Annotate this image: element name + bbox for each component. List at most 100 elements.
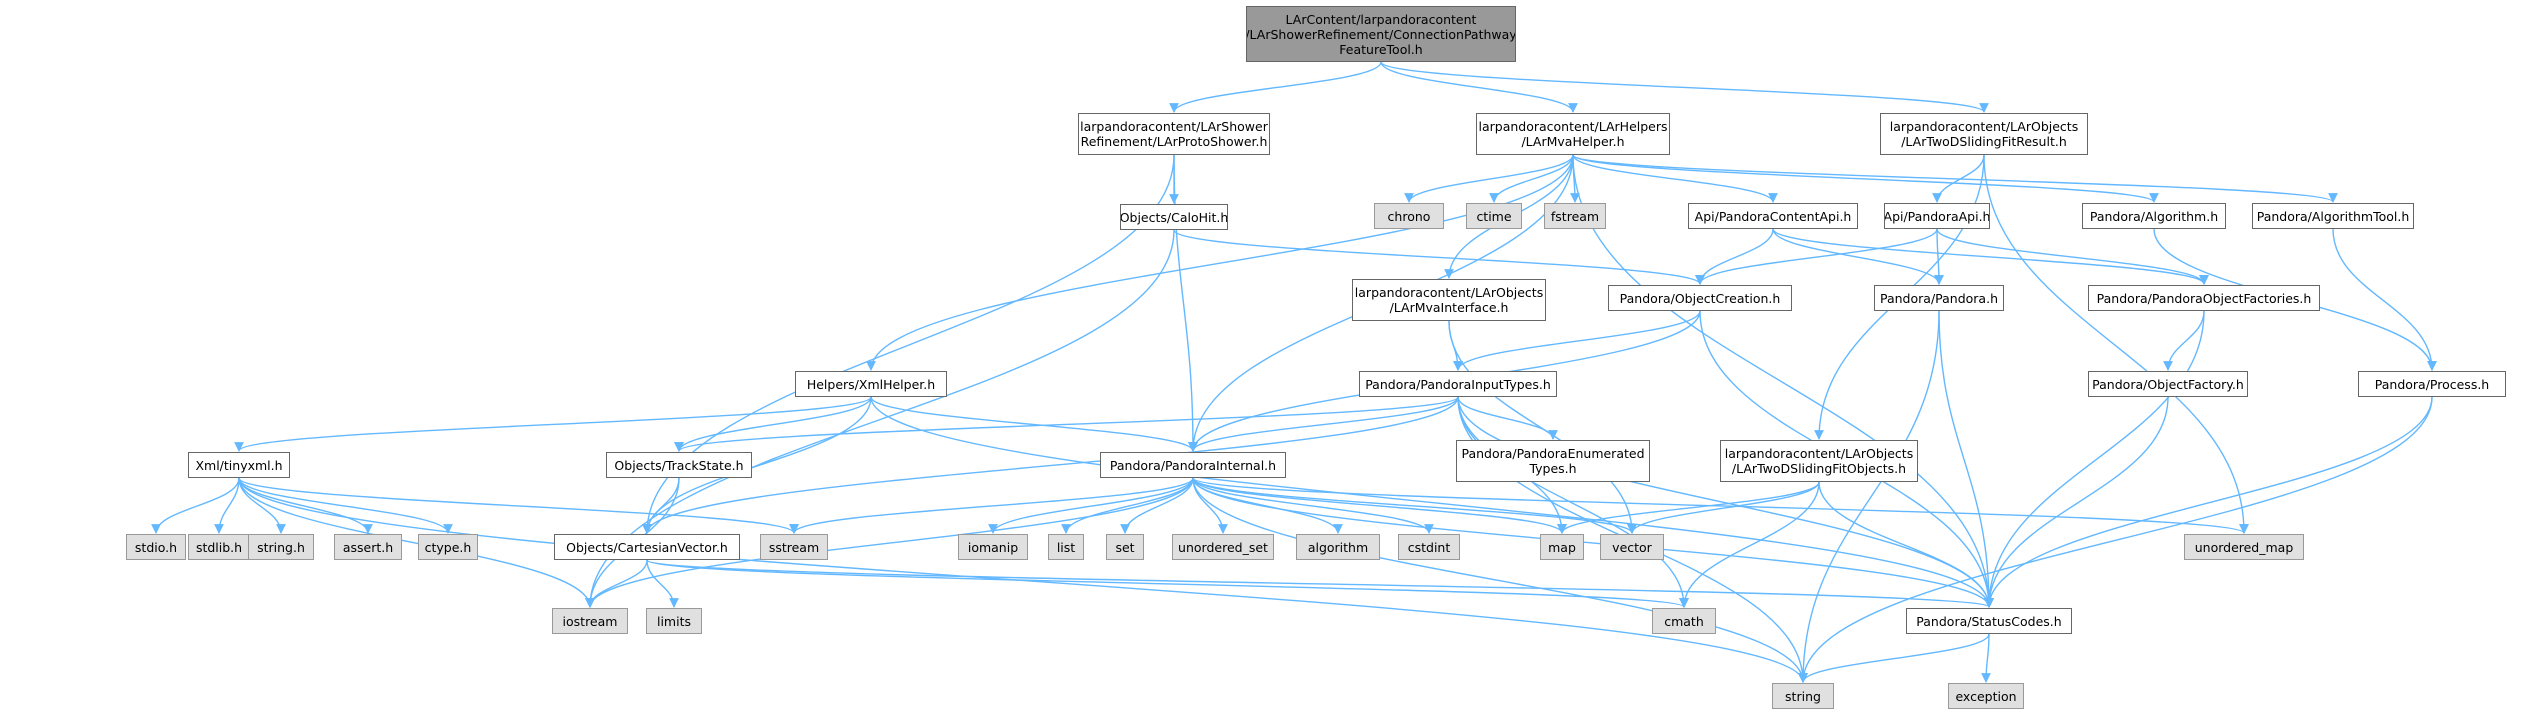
node-unordered-set: unordered_set (1172, 534, 1274, 560)
node-chrono: chrono (1374, 203, 1444, 229)
edge-inputtypes-to-trackstate (674, 396, 1459, 452)
edge-mvahelper-to-pandoracontentapi (1572, 154, 1778, 203)
edge-pandora-h-to-statuscodes (1938, 310, 1994, 608)
node-calohit[interactable]: Objects/CaloHit.h (1120, 204, 1228, 230)
edge-process-to-string (1798, 396, 2433, 683)
edge-pandorainternal-to-cstdint (1192, 477, 1434, 534)
edge-objectfactories-to-statuscodes (1984, 310, 2205, 608)
edge-tinyxml-to-ctype (238, 477, 453, 534)
node-vector: vector (1600, 534, 1664, 560)
node-stdlib: stdlib.h (188, 534, 250, 560)
node-limits: limits (646, 608, 702, 634)
edge-cartesianvector-to-limits (646, 559, 679, 608)
edge-cartesianvector-to-iostream (585, 559, 648, 608)
node-fstream: fstream (1544, 203, 1606, 229)
edge-pandorainternal-to-statuscodes (1192, 477, 1994, 608)
edge-inputtypes-to-enumtypes (1457, 396, 1558, 440)
node-objectcreation[interactable]: Pandora/ObjectCreation.h (1608, 285, 1792, 311)
node-twodslidingfitobjects[interactable]: larpandoracontent/LArObjects /LArTwoDSli… (1720, 440, 1918, 482)
edge-pandoraapi-to-objectfactories (1936, 228, 2209, 285)
node-cstdint: cstdint (1398, 534, 1460, 560)
edge-mvahelper-to-algorithm-h (1572, 154, 2159, 203)
edge-twodslidingfitobjects-to-cmath (1679, 481, 1820, 608)
edge-root-to-twodslidingfitresult (1380, 61, 1989, 113)
node-algorithmtool[interactable]: Pandora/AlgorithmTool.h (2252, 203, 2414, 229)
edge-root-to-mvahelper (1380, 61, 1578, 113)
edge-inputtypes-to-pandorainternal (1188, 396, 1459, 452)
node-iostream: iostream (552, 608, 628, 634)
edge-cartesianvector-to-statuscodes (646, 559, 1994, 608)
node-inputtypes[interactable]: Pandora/PandoraInputTypes.h (1359, 371, 1557, 397)
node-mvainterface[interactable]: larpandoracontent/LArObjects /LArMvaInte… (1352, 279, 1546, 321)
edge-objectfactories-to-objectfactory (2163, 310, 2205, 371)
edge-mvahelper-to-algorithmtool (1572, 154, 2338, 203)
node-xmlhelper[interactable]: Helpers/XmlHelper.h (795, 371, 947, 397)
node-twodslidingfitresult[interactable]: larpandoracontent/LArObjects /LArTwoDSli… (1880, 113, 2088, 155)
edge-pandoraapi-to-objectcreation (1695, 228, 1938, 285)
edge-xmlhelper-to-statuscodes (870, 396, 1994, 608)
node-pandora-h[interactable]: Pandora/Pandora.h (1874, 285, 2004, 311)
node-stdio: stdio.h (126, 534, 186, 560)
edge-root-to-protoshower (1169, 61, 1382, 113)
node-objectfactory[interactable]: Pandora/ObjectFactory.h (2088, 371, 2248, 397)
edge-twodslidingfitresult-to-unordered-map (1983, 154, 2249, 534)
node-enumtypes[interactable]: Pandora/PandoraEnumerated Types.h (1456, 440, 1650, 482)
node-mvahelper[interactable]: larpandoracontent/LArHelpers /LArMvaHelp… (1476, 113, 1670, 155)
edge-cartesianvector-to-cmath (646, 559, 1689, 608)
edge-pandora-h-to-string (1798, 310, 1940, 683)
edge-mvahelper-to-statuscodes (1572, 154, 1994, 608)
edge-inputtypes-to-cartesianvector (642, 396, 1459, 534)
node-pandoracontentapi[interactable]: Api/PandoraContentApi.h (1688, 203, 1858, 229)
edge-xmlhelper-to-trackstate (674, 396, 872, 452)
node-ctype: ctype.h (418, 534, 478, 560)
edge-tinyxml-to-sstream (238, 477, 799, 534)
edge-pandorainternal-to-unordered-map (1192, 477, 2249, 534)
edge-pandorainternal-to-iostream (585, 477, 1194, 608)
node-list: list (1048, 534, 1084, 560)
edge-objectfactory-to-statuscodes (1984, 396, 2169, 608)
edge-pandorainternal-to-algorithm (1192, 477, 1343, 534)
edge-pandorainternal-to-set (1120, 477, 1194, 534)
edge-process-to-statuscodes (1984, 396, 2433, 608)
edge-mvahelper-to-xmlhelper (866, 154, 1574, 371)
edge-pandorainternal-to-sstream (789, 477, 1194, 534)
node-statuscodes[interactable]: Pandora/StatusCodes.h (1906, 608, 2072, 634)
node-tinyxml[interactable]: Xml/tinyxml.h (188, 452, 290, 478)
edge-pandoracontentapi-to-pandora-h (1772, 228, 1944, 285)
node-pandorainternal[interactable]: Pandora/PandoraInternal.h (1100, 452, 1286, 478)
edge-calohit-to-objectcreation (1173, 229, 1705, 285)
node-cartesianvector[interactable]: Objects/CartesianVector.h (554, 534, 740, 560)
node-iomanip: iomanip (958, 534, 1028, 560)
edge-mvahelper-to-ctime (1489, 154, 1574, 203)
edge-pandorainternal-to-vector (1192, 477, 1637, 534)
node-algorithm-h[interactable]: Pandora/Algorithm.h (2082, 203, 2226, 229)
edge-pandorainternal-to-string (1192, 477, 1808, 683)
edge-statuscodes-to-string (1798, 633, 1990, 683)
edge-mvahelper-to-chrono (1404, 154, 1574, 203)
edge-xmlhelper-to-tinyxml (234, 396, 872, 452)
edge-pandoraapi-to-pandora-h (1934, 228, 1944, 285)
edge-algorithmtool-to-process (2332, 228, 2437, 371)
edge-tinyxml-to-iostream (238, 477, 595, 608)
node-root[interactable]: LArContent/larpandoracontent /LArShowerR… (1246, 6, 1516, 62)
node-assert: assert.h (334, 534, 402, 560)
dependency-edges (151, 61, 2437, 683)
node-protoshower[interactable]: larpandoracontent/LArShower Refinement/L… (1078, 113, 1270, 155)
node-process[interactable]: Pandora/Process.h (2358, 371, 2506, 397)
node-objectfactories[interactable]: Pandora/PandoraObjectFactories.h (2088, 285, 2320, 311)
node-ctime: ctime (1466, 203, 1522, 229)
edge-tinyxml-to-stdio (151, 477, 240, 534)
node-cmath: cmath (1652, 608, 1716, 634)
edge-objectcreation-to-inputtypes (1453, 310, 1701, 371)
node-map: map (1540, 534, 1584, 560)
node-sstream: sstream (760, 534, 828, 560)
node-pandoraapi[interactable]: Api/PandoraApi.h (1884, 203, 1990, 229)
edge-pandorainternal-to-map (1192, 477, 1567, 534)
node-exception: exception (1948, 683, 2024, 709)
edge-mvainterface-to-vector (1448, 320, 1637, 534)
edge-pandorainternal-to-list (1061, 477, 1194, 534)
node-trackstate[interactable]: Objects/TrackState.h (606, 452, 752, 478)
node-string: string (1772, 683, 1834, 709)
node-algorithm: algorithm (1296, 534, 1380, 560)
